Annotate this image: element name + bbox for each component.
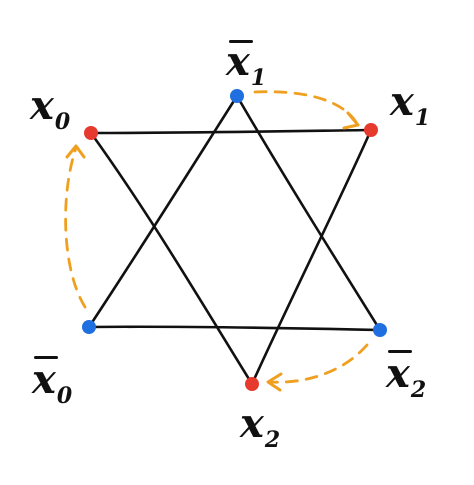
arrow-x1bar-to-x1 bbox=[253, 90, 358, 124]
label-x2bar-base: x bbox=[386, 350, 410, 397]
arrow-x2bar-to-x2 bbox=[268, 343, 369, 384]
vertex-x1 bbox=[364, 123, 378, 137]
label-x1bar-sub: 1 bbox=[250, 65, 267, 91]
label-x1: x1 bbox=[390, 82, 430, 130]
vertex-x2bar bbox=[373, 323, 387, 337]
arrow-heads bbox=[65, 111, 360, 392]
label-x1-sub: 1 bbox=[414, 105, 431, 131]
label-x0: x0 bbox=[30, 86, 70, 134]
label-x2-base: x bbox=[240, 400, 264, 447]
overbar-x1bar bbox=[229, 40, 253, 43]
label-x1bar-base: x bbox=[226, 38, 250, 85]
edge-x2-x0 bbox=[89, 131, 254, 386]
label-x1-base: x bbox=[390, 78, 414, 125]
edge-x1bar-x0bar bbox=[87, 94, 239, 329]
arrowhead-x0-icon bbox=[65, 144, 86, 159]
label-x2-sub: 2 bbox=[264, 427, 281, 453]
label-x0bar: x0 bbox=[32, 360, 72, 408]
vertex-x1bar bbox=[230, 89, 244, 103]
vertex-x0 bbox=[84, 126, 98, 140]
label-x1bar: x1 bbox=[226, 42, 266, 90]
label-x0bar-base: x bbox=[32, 356, 56, 403]
edge-x2bar-x1bar bbox=[235, 94, 382, 332]
arrowhead-x2-icon bbox=[266, 372, 283, 392]
arrowhead-x1-icon bbox=[342, 111, 360, 130]
overbar-x2bar bbox=[388, 350, 412, 353]
label-x2bar: x2 bbox=[386, 354, 426, 402]
arrow-x0bar-to-x0 bbox=[64, 146, 87, 309]
label-x0bar-sub: 0 bbox=[56, 383, 73, 409]
label-x2bar-sub: 2 bbox=[410, 377, 427, 403]
overbar-x0bar bbox=[34, 356, 58, 359]
edge-x0-x1 bbox=[89, 128, 373, 135]
vertex-x2 bbox=[245, 377, 259, 391]
vertices bbox=[82, 89, 387, 391]
edge-x1-x2 bbox=[250, 128, 373, 386]
label-x0-sub: 0 bbox=[54, 109, 71, 135]
label-x2: x2 bbox=[240, 404, 280, 452]
vertex-x0bar bbox=[82, 320, 96, 334]
label-x0-base: x bbox=[30, 82, 54, 129]
star-edges bbox=[87, 94, 382, 386]
edge-x0bar-x2bar bbox=[87, 325, 382, 332]
